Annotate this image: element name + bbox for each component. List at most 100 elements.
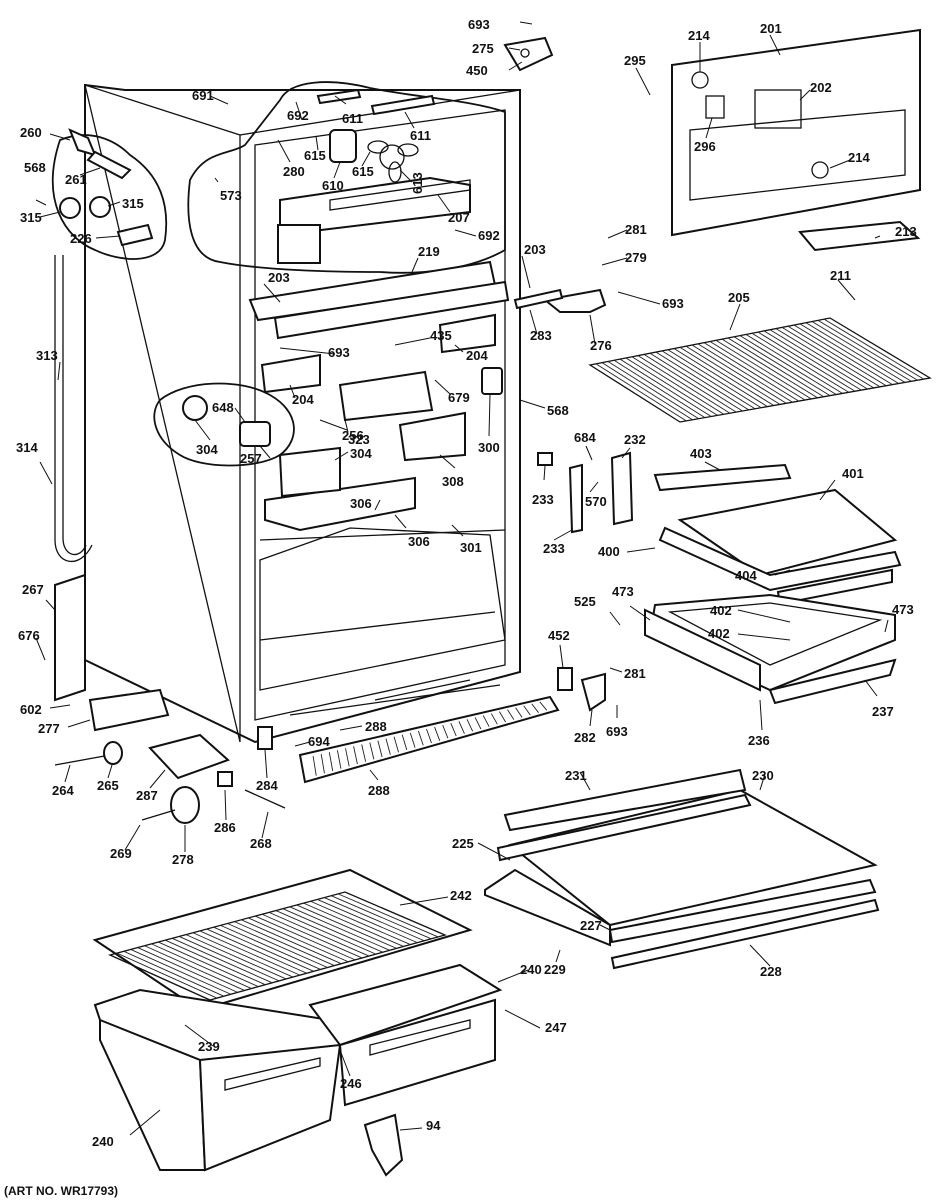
- callout-278: 278: [172, 852, 194, 867]
- callout-279: 279: [625, 250, 647, 265]
- wire-shelf-rod: [661, 350, 756, 410]
- kick-plate-louver: [466, 719, 474, 732]
- crisper-cover-rib: [324, 897, 425, 942]
- callout-276: 276: [590, 338, 612, 353]
- crisper-cover-rib: [199, 930, 301, 976]
- callout-230: 230: [752, 768, 774, 783]
- crisper-cover-rib: [213, 926, 314, 972]
- callout-691: 691: [192, 88, 214, 103]
- callout-300: 300: [478, 440, 500, 455]
- shelf-401: [653, 463, 902, 606]
- callout-281-bottom: 281: [624, 666, 646, 681]
- crisper-cover-rib: [234, 921, 335, 967]
- wire-shelf-rod: [823, 318, 924, 380]
- crisper-cover-rib: [151, 943, 252, 989]
- hinge-275: [503, 36, 554, 72]
- wire-shelf-rod: [709, 341, 806, 401]
- wire-shelf-rod: [685, 345, 781, 405]
- wire-shelf-rod: [703, 342, 799, 402]
- kick-plate-louver: [345, 748, 350, 767]
- crisper-drawer-right: [308, 963, 503, 1107]
- wire-shelf: [588, 317, 932, 423]
- back-panel: [671, 28, 921, 237]
- callout-268: 268: [250, 836, 272, 851]
- kick-plate-louver: [328, 752, 334, 772]
- kick-plate-louver: [369, 742, 375, 760]
- callout-288-upper: 288: [365, 719, 387, 734]
- callout-284: 284: [256, 778, 278, 793]
- callout-676: 676: [18, 628, 40, 643]
- callout-204-left: 204: [292, 392, 314, 407]
- wire-shelf-rod: [607, 361, 699, 420]
- crisper-cover-rib: [310, 900, 411, 945]
- callout-213: 213: [895, 224, 917, 239]
- left-fitting-outline: [51, 134, 168, 260]
- crisper-cover-rib: [282, 908, 383, 953]
- callout-203-left: 203: [268, 270, 290, 285]
- callout-205: 205: [728, 290, 750, 305]
- callout-204-right: 204: [466, 348, 488, 363]
- callout-207: 207: [448, 210, 470, 225]
- callout-295: 295: [624, 53, 646, 68]
- wire-shelf-rod: [715, 339, 812, 400]
- crisper-cover-rib: [178, 936, 280, 982]
- wire-shelf-rod: [769, 329, 868, 390]
- wire-shelf-rod: [697, 343, 793, 403]
- wire-shelf-rod: [631, 356, 724, 415]
- kick-plate-louver: [353, 746, 358, 765]
- wire-shelf-rod: [751, 332, 849, 393]
- callout-435: 435: [430, 328, 452, 343]
- crisper-cover-rib: [248, 917, 349, 963]
- callout-401: 401: [842, 466, 864, 481]
- callout-287: 287: [136, 788, 158, 803]
- callout-692-top: 692: [287, 108, 309, 123]
- callout-256: 256: [342, 428, 364, 443]
- callout-313: 313: [36, 348, 58, 363]
- kick-plate: [298, 695, 560, 784]
- bracket-277: [88, 688, 170, 732]
- wire-shelf-rod: [787, 325, 887, 387]
- wire-shelf-rod: [613, 359, 706, 418]
- kick-plate-louver: [417, 730, 424, 746]
- callout-229: 229: [544, 962, 566, 977]
- wire-shelf-rod: [763, 330, 862, 391]
- crisper-cover-rib: [268, 911, 370, 957]
- callout-301: 301: [460, 540, 482, 555]
- callout-315-right: 315: [122, 196, 144, 211]
- callout-257: 257: [240, 451, 262, 466]
- kick-plate-louver: [442, 724, 449, 739]
- art-number-footer: (ART NO. WR17793): [4, 1184, 119, 1198]
- callout-219: 219: [418, 244, 440, 259]
- wire-shelf-rod: [679, 346, 774, 406]
- crisper-cover-rib: [275, 910, 377, 955]
- callout-692-mid: 692: [478, 228, 500, 243]
- callout-237: 237: [872, 704, 894, 719]
- callout-315-left: 315: [20, 210, 42, 225]
- shim-284: [257, 726, 273, 750]
- crisper-cover-rib: [123, 950, 225, 997]
- wire-shelf-rod: [667, 349, 762, 409]
- callout-323: 323: [348, 432, 370, 447]
- crisper-cover-rib: [144, 945, 245, 991]
- roller-assembly: [54, 733, 286, 824]
- wire-shelf-rod: [601, 362, 693, 421]
- callout-264: 264: [52, 783, 74, 798]
- callout-615-right: 615: [352, 164, 374, 179]
- kick-plate-louver: [499, 711, 506, 723]
- wire-shelf-rod: [805, 322, 906, 383]
- callout-239: 239: [198, 1039, 220, 1054]
- wire-shelf-rod: [739, 335, 837, 395]
- drain-fitting-260: [59, 128, 154, 247]
- wire-shelf-rod: [811, 321, 912, 382]
- callout-304-right: 304: [350, 446, 372, 461]
- kick-plate-louver: [474, 717, 482, 730]
- hinge-282: [557, 667, 606, 712]
- light-socket-300: [481, 367, 503, 395]
- grille-213: [798, 220, 921, 252]
- wire-shelf-rod: [781, 327, 881, 388]
- callout-202: 202: [810, 80, 832, 95]
- kick-plate-louver: [377, 740, 383, 758]
- wire-shelf-rod: [625, 357, 718, 416]
- crisper-cover-rib: [227, 923, 328, 968]
- wire-shelf-rod: [595, 363, 687, 422]
